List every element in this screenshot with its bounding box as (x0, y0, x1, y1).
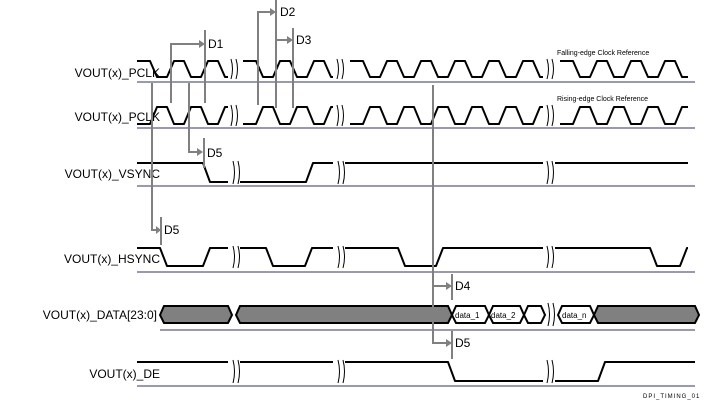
pclk-rising-waveform (137, 106, 688, 125)
data-invalid-region (592, 305, 701, 324)
data-invalid-region (158, 305, 234, 324)
arrow-head-icon (446, 282, 452, 290)
signal-label-de: VOUT(x)_DE (89, 367, 160, 381)
arrow-head-icon (199, 40, 205, 48)
hsync-waveform (137, 247, 688, 267)
break-mark (546, 58, 554, 80)
break-mark (232, 359, 240, 384)
break-mark (230, 104, 238, 127)
vsync-waveform (137, 162, 688, 183)
d4-label: D4 (455, 279, 471, 293)
d5-hsync-arrow (151, 83, 157, 231)
signal-label-pclk-falling: VOUT(x)_PCLK (75, 66, 160, 80)
signal-label-data: VOUT(x)_DATA[23:0] (43, 308, 157, 322)
timing-annotations: D1 D2 D3 D5 D5 D4 D5 (151, 0, 471, 359)
break-mark (232, 160, 240, 185)
break-mark (337, 359, 345, 384)
d5-hsync-label: D5 (164, 223, 180, 237)
signal-label-vsync: VOUT(x)_VSYNC (65, 167, 161, 181)
break-mark (337, 245, 345, 269)
data-word-1: data_1 (455, 311, 480, 320)
break-mark (546, 359, 554, 384)
break-mark (337, 160, 345, 185)
signal-label-pclk-rising: VOUT(x)_PCLK (75, 110, 160, 124)
d5-de-label: D5 (455, 336, 471, 350)
rising-edge-reference-label: Rising-edge Clock Reference (557, 96, 648, 103)
d5-vsync-label: D5 (207, 146, 223, 160)
arrow-head-icon (197, 148, 203, 156)
break-mark (546, 160, 554, 185)
d1-label: D1 (208, 37, 224, 51)
arrow-head-icon (156, 226, 161, 234)
data-word-2: data_2 (491, 311, 516, 320)
pclk-falling-waveform (137, 60, 688, 78)
break-mark (546, 245, 554, 269)
d3-label: D3 (296, 33, 312, 47)
data-invalid-region (234, 305, 454, 324)
arrow-head-icon (446, 339, 452, 347)
d4-d5-arrow (432, 85, 447, 344)
d2-arrow (257, 11, 271, 105)
d2-label: D2 (280, 5, 296, 19)
break-mark (336, 58, 344, 80)
de-waveform (137, 361, 695, 382)
break-mark (230, 58, 238, 80)
data-word-cell (522, 305, 547, 324)
break-mark (336, 104, 344, 127)
break-mark (546, 104, 554, 127)
break-mark (232, 245, 240, 269)
d1-arrow (170, 43, 200, 103)
falling-edge-reference-label: Falling-edge Clock Reference (557, 50, 649, 57)
figure-id: DPI_TIMING_01 (643, 394, 700, 400)
arrow-head-icon (270, 8, 276, 16)
data-word-n: data_n (562, 311, 586, 320)
arrow-head-icon (287, 36, 293, 44)
break-mark (547, 302, 555, 327)
signal-label-hsync: VOUT(x)_HSYNC (64, 252, 160, 266)
d5-vsync-arrow (188, 83, 198, 153)
